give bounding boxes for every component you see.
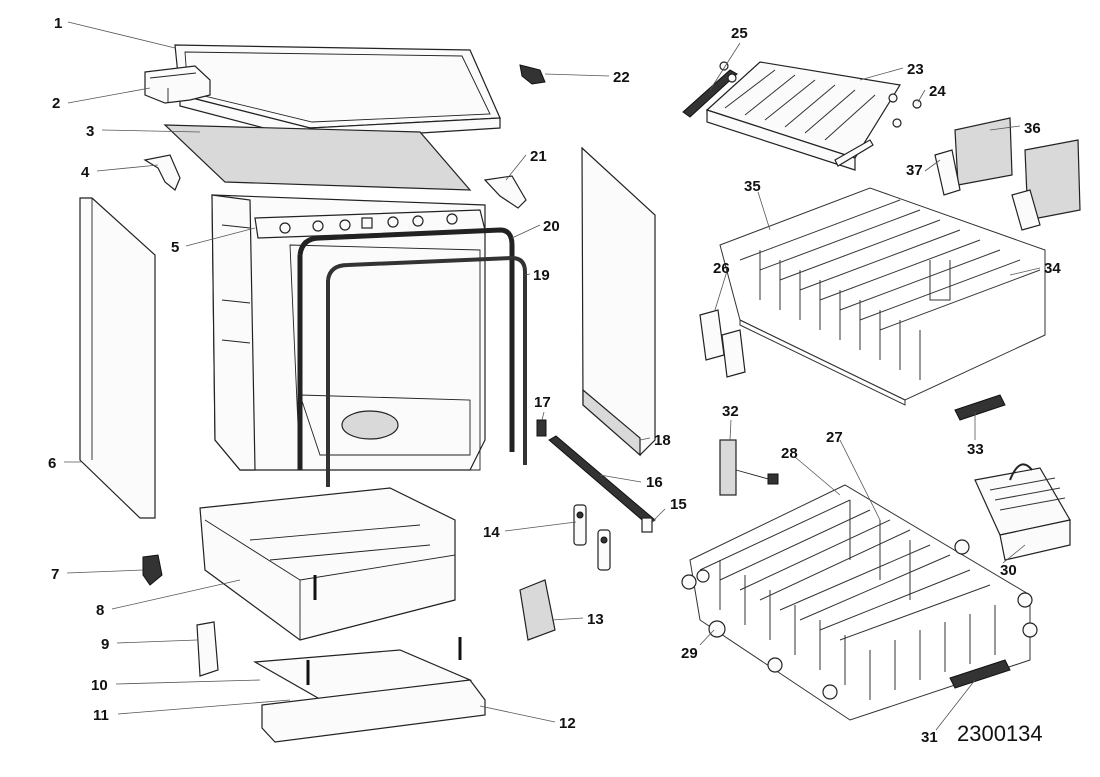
part-worktop <box>174 44 501 141</box>
callout-7: 7 <box>51 566 59 583</box>
callout-labels: 1 2 3 4 5 6 7 8 9 10 11 12 13 14 15 16 1… <box>48 15 1061 746</box>
part-upper-handle <box>954 394 1006 421</box>
callout-8: 8 <box>96 602 104 619</box>
callout-24: 24 <box>929 83 946 100</box>
callout-9: 9 <box>101 636 109 653</box>
callout-23: 23 <box>907 61 924 78</box>
callout-33: 33 <box>967 441 984 458</box>
callout-18: 18 <box>654 432 671 449</box>
part-kick-plate <box>261 679 486 743</box>
callout-15: 15 <box>670 496 687 513</box>
part-basket-adjuster <box>699 309 746 378</box>
part-end-cap <box>641 517 653 533</box>
part-top-clip <box>519 64 546 85</box>
callout-14: 14 <box>483 524 500 541</box>
callout-30: 30 <box>1000 562 1017 579</box>
part-lower-accessory <box>719 439 779 496</box>
callout-16: 16 <box>646 474 663 491</box>
part-hinge <box>142 554 163 586</box>
callout-25: 25 <box>731 25 748 42</box>
part-lower-basket <box>689 484 1031 721</box>
part-cover-plate <box>196 621 219 677</box>
callout-11: 11 <box>93 707 109 724</box>
part-worktop-rear-profile <box>144 65 211 104</box>
part-tray-rail-right <box>834 139 874 167</box>
part-cutlery-tray <box>705 61 901 171</box>
part-cutlery-basket <box>974 463 1071 561</box>
callout-32: 32 <box>722 403 739 420</box>
part-right-side-panel <box>581 146 656 457</box>
callout-4: 4 <box>81 164 90 181</box>
part-lower-wheels <box>681 539 1038 700</box>
part-left-bracket <box>143 154 181 191</box>
part-tray-rail <box>682 69 738 118</box>
part-insulation-sheet <box>163 124 472 191</box>
part-tray-wheels <box>719 61 922 128</box>
part-hinge-brackets <box>573 504 611 571</box>
part-right-bracket <box>483 175 527 209</box>
callout-35: 35 <box>744 178 761 195</box>
diagram-code: 2300134 <box>957 721 1043 746</box>
callout-21: 21 <box>530 148 547 165</box>
callout-17: 17 <box>534 394 551 411</box>
callout-26: 26 <box>713 260 730 277</box>
part-gasket-inner <box>326 255 527 487</box>
callout-36: 36 <box>1024 120 1041 137</box>
callout-1: 1 <box>54 15 62 32</box>
callout-37: 37 <box>906 162 923 179</box>
callout-20: 20 <box>543 218 560 235</box>
callout-12: 12 <box>559 715 576 732</box>
callout-5: 5 <box>171 239 179 256</box>
part-side-clip <box>536 419 547 437</box>
part-left-side-panel <box>79 197 156 519</box>
part-gasket-outer <box>297 227 515 470</box>
callout-29: 29 <box>681 645 698 662</box>
callout-31: 31 <box>921 729 938 746</box>
callout-13: 13 <box>587 611 604 628</box>
callout-6: 6 <box>48 455 56 472</box>
callout-2: 2 <box>52 95 60 112</box>
callout-19: 19 <box>533 267 550 284</box>
callout-27: 27 <box>826 429 843 446</box>
part-side-cover <box>519 579 556 641</box>
callout-3: 3 <box>86 123 94 140</box>
part-upper-basket <box>719 187 1046 406</box>
callout-22: 22 <box>613 69 630 86</box>
part-lower-handle <box>949 659 1011 689</box>
callout-10: 10 <box>91 677 108 694</box>
part-base-frame <box>199 487 456 641</box>
callout-34: 34 <box>1044 260 1061 277</box>
leader-lines <box>64 21 1041 731</box>
part-rack-clips <box>934 149 1041 231</box>
part-bottom-trim <box>548 435 656 526</box>
callout-28: 28 <box>781 445 798 462</box>
